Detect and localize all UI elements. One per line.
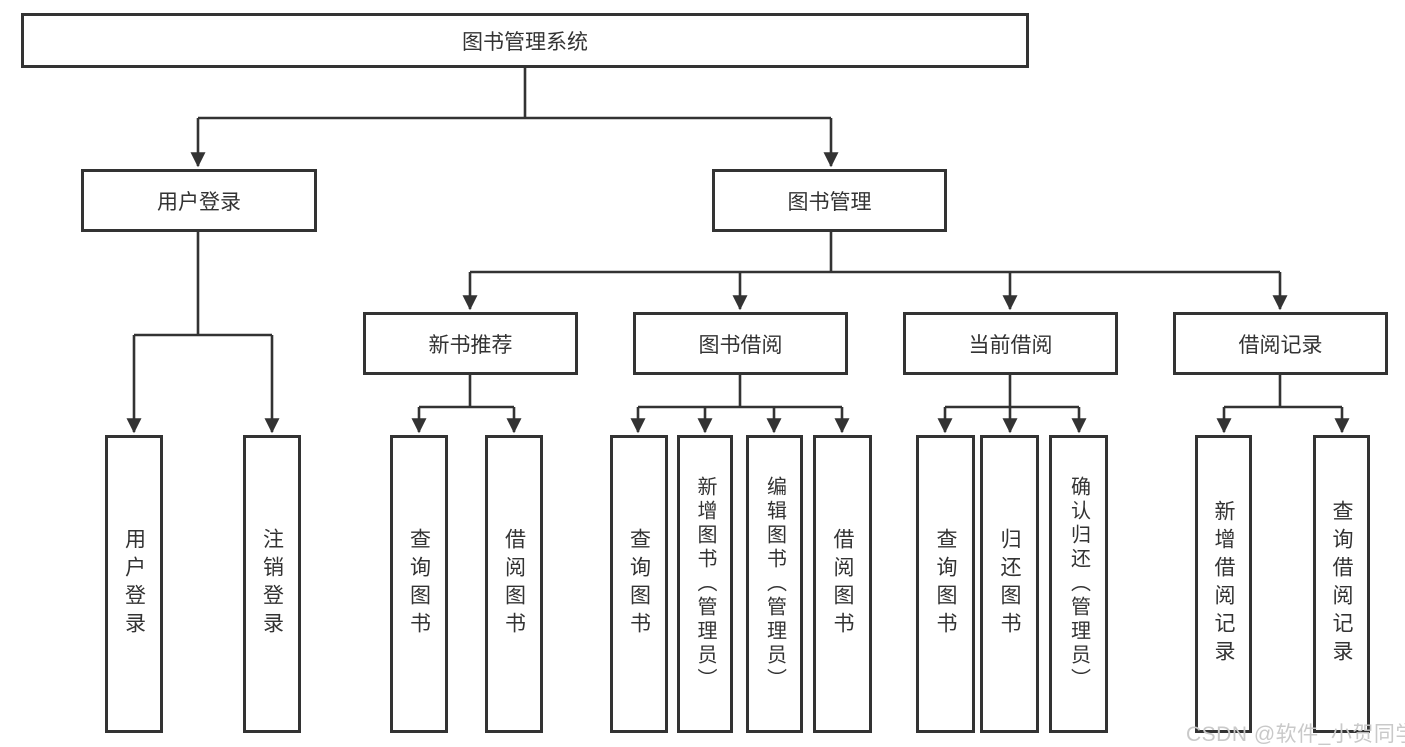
node-user-login-label: 用户登录 — [157, 190, 241, 214]
node-borrow-record-label: 借阅记录 — [1238, 333, 1323, 357]
leaf-confirm-return-admin: 确认归还（管理员） — [1049, 435, 1108, 733]
leaf-return-book-label: 归还图书 — [998, 528, 1021, 640]
node-current-borrow: 当前借阅 — [903, 312, 1118, 375]
leaf-edit-book-admin-label: 编辑图书（管理员） — [763, 476, 786, 692]
leaf-user-login: 用户登录 — [105, 435, 163, 733]
csdn-watermark: CSDN @软件_小贺同学 — [1186, 723, 1405, 746]
leaf-confirm-return-admin-label: 确认归还（管理员） — [1067, 476, 1090, 692]
node-user-login: 用户登录 — [81, 169, 317, 232]
node-book-management-label: 图书管理 — [787, 190, 872, 214]
leaf-logout: 注销登录 — [243, 435, 301, 733]
leaf-logout-label: 注销登录 — [260, 528, 284, 640]
leaf-user-login-label: 用户登录 — [122, 528, 146, 640]
node-new-book-recommend: 新书推荐 — [363, 312, 578, 375]
leaf-query-borrow-record-label: 查询借阅记录 — [1330, 500, 1353, 668]
leaf-add-book-admin-label: 新增图书（管理员） — [694, 476, 716, 692]
leaf-return-book: 归还图书 — [980, 435, 1039, 733]
node-book-borrow-label: 图书借阅 — [698, 333, 783, 357]
leaf-borrow-book: 借阅图书 — [813, 435, 872, 733]
leaf-edit-book-admin: 编辑图书（管理员） — [746, 435, 803, 733]
node-book-borrow: 图书借阅 — [633, 312, 848, 375]
node-new-book-recommend-label: 新书推荐 — [428, 333, 513, 357]
leaf-query-book-recommend-label: 查询图书 — [407, 528, 431, 640]
leaf-query-book-borrow: 查询图书 — [610, 435, 668, 733]
leaf-add-book-admin: 新增图书（管理员） — [677, 435, 733, 733]
node-root-system: 图书管理系统 — [21, 13, 1029, 68]
node-current-borrow-label: 当前借阅 — [968, 333, 1053, 357]
node-root-label: 图书管理系统 — [462, 30, 588, 54]
leaf-borrow-book-recommend: 借阅图书 — [485, 435, 543, 733]
leaf-query-book-recommend: 查询图书 — [390, 435, 448, 733]
leaf-borrow-book-recommend-label: 借阅图书 — [502, 528, 526, 640]
leaf-query-book-current: 查询图书 — [916, 435, 975, 733]
leaf-query-book-current-label: 查询图书 — [934, 528, 957, 640]
leaf-borrow-book-label: 借阅图书 — [831, 528, 854, 640]
leaf-add-borrow-record: 新增借阅记录 — [1195, 435, 1252, 733]
node-book-management: 图书管理 — [712, 169, 947, 232]
leaf-query-book-borrow-label: 查询图书 — [627, 528, 651, 640]
leaf-add-borrow-record-label: 新增借阅记录 — [1212, 500, 1235, 668]
leaf-query-borrow-record: 查询借阅记录 — [1313, 435, 1370, 733]
node-borrow-record: 借阅记录 — [1173, 312, 1388, 375]
